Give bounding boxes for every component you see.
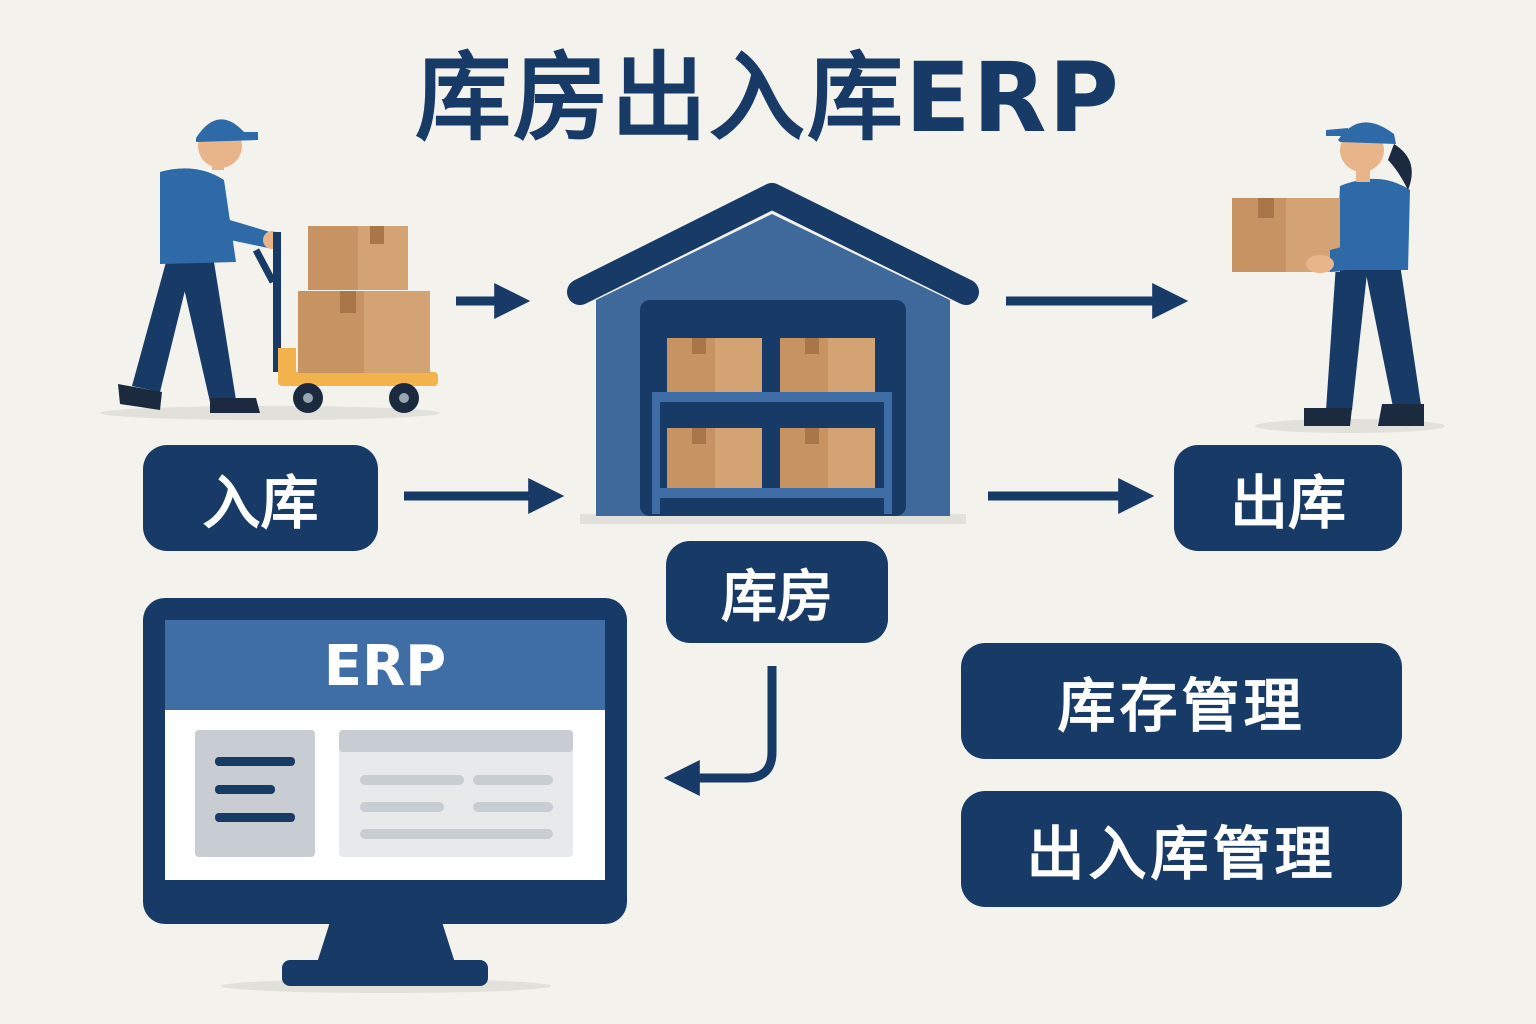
- erp-screen-header: ERP: [323, 633, 447, 699]
- warehouse-illustration: [567, 183, 979, 524]
- warehouse-label: 库房: [666, 541, 888, 643]
- inventory-management-label: 库存管理: [961, 643, 1402, 759]
- erp-monitor-illustration: [143, 598, 627, 993]
- io-management-label: 出入库管理: [961, 791, 1402, 907]
- outbound-worker-illustration: [1232, 122, 1445, 433]
- outbound-label: 出库: [1174, 445, 1402, 551]
- inbound-worker-illustration: [100, 119, 440, 420]
- page-title: 库房出入库ERP: [415, 42, 1121, 154]
- flow-arrows: [404, 283, 1189, 796]
- arrow-warehouse-to-erp: [663, 666, 777, 796]
- inbound-label: 入库: [143, 445, 378, 551]
